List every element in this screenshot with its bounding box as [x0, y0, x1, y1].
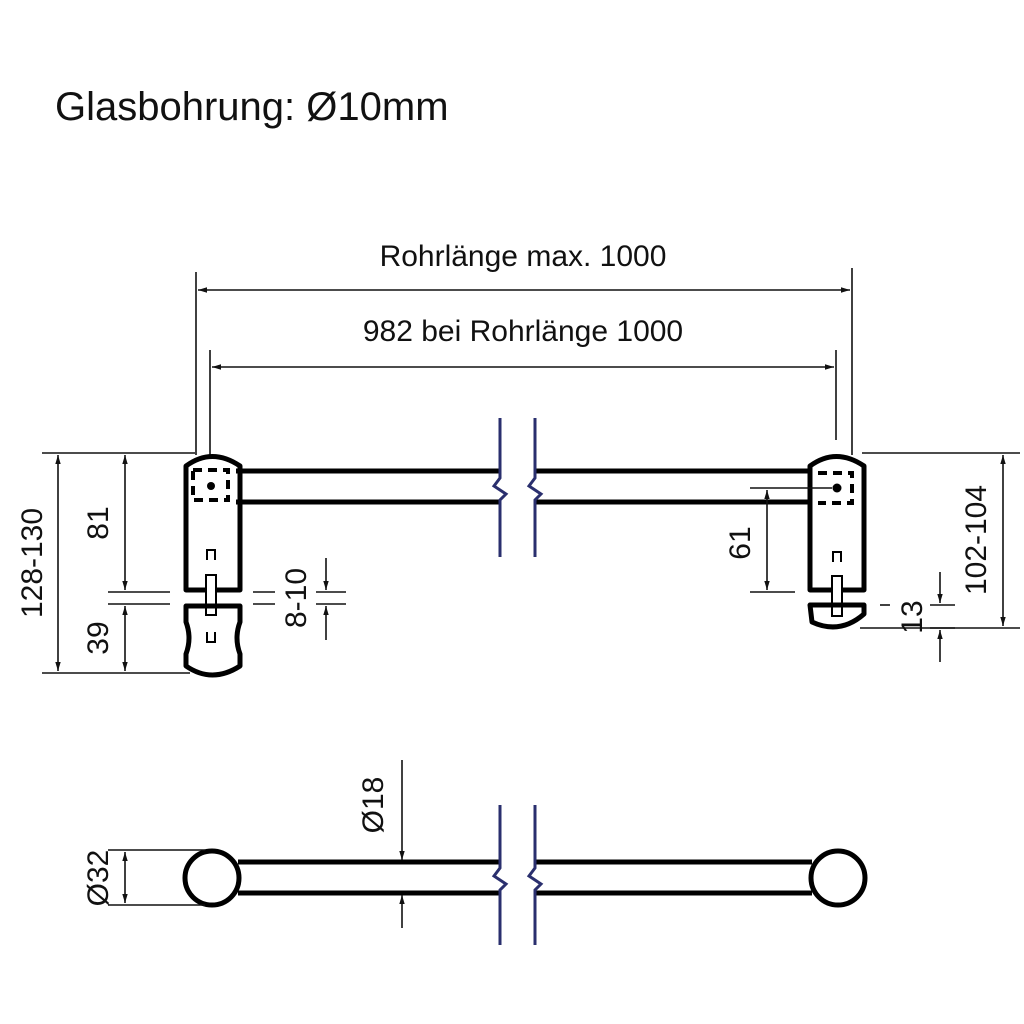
center-distance-dimension: 982 bei Rohrlänge 1000 — [209, 315, 837, 455]
left-upper-label: 81 — [82, 506, 115, 539]
left-total-label: 128-130 — [16, 508, 49, 618]
tube-diameter-label: Ø18 — [357, 777, 390, 834]
glass-thickness-label: 8-10 — [280, 568, 313, 628]
right-knob-label: 13 — [896, 600, 929, 633]
tube-length-dimension: Rohrlänge max. 1000 — [195, 240, 853, 455]
center-distance-label: 982 bei Rohrlänge 1000 — [363, 315, 683, 348]
right-upper-label: 61 — [724, 526, 757, 559]
tube-length-label: Rohrlänge max. 1000 — [380, 240, 667, 273]
right-bracket — [750, 452, 1020, 662]
left-lower-label: 39 — [82, 621, 115, 654]
drawing-title: Glasbohrung: Ø10mm — [55, 85, 449, 129]
right-total-label: 102-104 — [960, 485, 993, 595]
left-bracket — [42, 452, 346, 678]
knob-diameter-label: Ø32 — [82, 850, 115, 907]
tube-top-view — [108, 760, 868, 945]
